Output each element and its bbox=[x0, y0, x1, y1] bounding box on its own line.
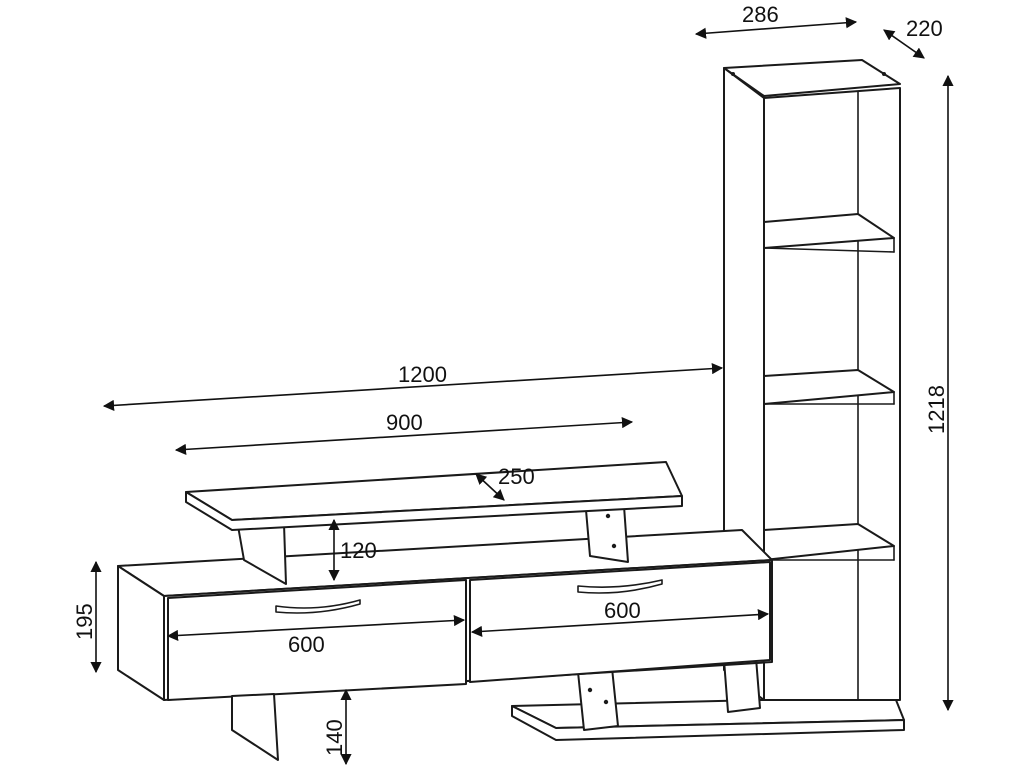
lower-divider-right bbox=[723, 657, 761, 713]
label-drawer-left-width: 600 bbox=[288, 632, 325, 657]
label-bookcase-depth: 220 bbox=[906, 16, 943, 41]
dimension-lines bbox=[90, 17, 954, 766]
label-bookcase-width: 286 bbox=[742, 2, 779, 27]
label-drawer-right-width: 600 bbox=[604, 598, 641, 623]
cabinet-leg bbox=[231, 693, 279, 761]
base-plate-front bbox=[511, 705, 905, 741]
drawer-right-handle bbox=[577, 579, 663, 594]
lower-divider-left bbox=[577, 667, 619, 731]
base-plate bbox=[511, 657, 905, 741]
top-shelf bbox=[185, 461, 683, 585]
label-cabinet-height: 195 bbox=[72, 603, 97, 640]
dimension-labels: 286 220 1218 1200 900 250 120 195 600 60… bbox=[72, 2, 949, 756]
label-top-shelf-clearance: 120 bbox=[340, 538, 377, 563]
bookcase-top-panel bbox=[723, 59, 901, 97]
label-overall-width: 1200 bbox=[398, 362, 447, 387]
label-top-shelf-width: 900 bbox=[386, 410, 423, 435]
top-shelf-board-front bbox=[185, 491, 683, 531]
label-bookcase-height: 1218 bbox=[924, 385, 949, 434]
label-leg-height: 140 bbox=[322, 719, 347, 756]
drawer-left-handle bbox=[275, 599, 361, 614]
label-top-shelf-depth: 250 bbox=[498, 464, 535, 489]
